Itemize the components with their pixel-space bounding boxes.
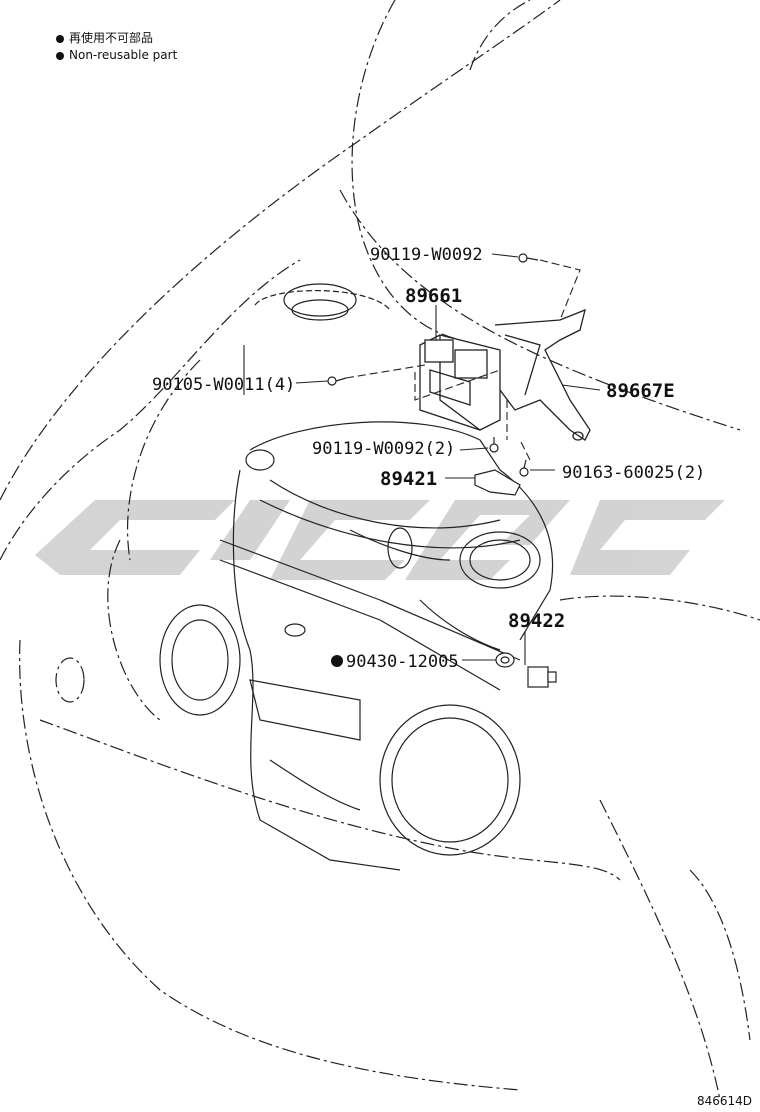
- part-label: 90105-W0011(4): [152, 375, 295, 395]
- diagram-code: 846614D: [696, 1094, 752, 1108]
- part-label: 90119-W0092(2): [312, 439, 455, 459]
- bullet-dot-icon: [56, 34, 64, 43]
- legend-row-en: Non-reusable part: [56, 47, 177, 64]
- legend: 再使用不可部品 Non-reusable part: [56, 30, 177, 64]
- strut-tower: [254, 283, 391, 321]
- part-label: 90163-60025(2): [562, 463, 705, 483]
- bracket-89667e: [494, 308, 591, 441]
- sensor-89421: [474, 469, 521, 496]
- legend-text-en: Non-reusable part: [69, 48, 178, 62]
- leader-lines: [243, 253, 601, 665]
- engine-block: [159, 421, 554, 871]
- part-label: 89421: [380, 468, 437, 490]
- bolts: [327, 253, 539, 477]
- non-reusable-marker: [331, 655, 343, 667]
- sensor-89422: [495, 652, 557, 688]
- legend-text-cn: 再使用不可部品: [69, 31, 154, 45]
- part-label: 89661: [405, 285, 462, 307]
- ecu-89661: [419, 334, 501, 431]
- legend-row-cn: 再使用不可部品: [56, 30, 177, 47]
- part-label: 90430-12005: [346, 652, 459, 672]
- part-label: 89667E: [606, 380, 675, 402]
- part-label: 90119-W0092: [370, 245, 483, 265]
- watermark-logo: [35, 500, 725, 580]
- bullet-dot-icon: [56, 51, 64, 60]
- part-label: 89422: [508, 610, 565, 632]
